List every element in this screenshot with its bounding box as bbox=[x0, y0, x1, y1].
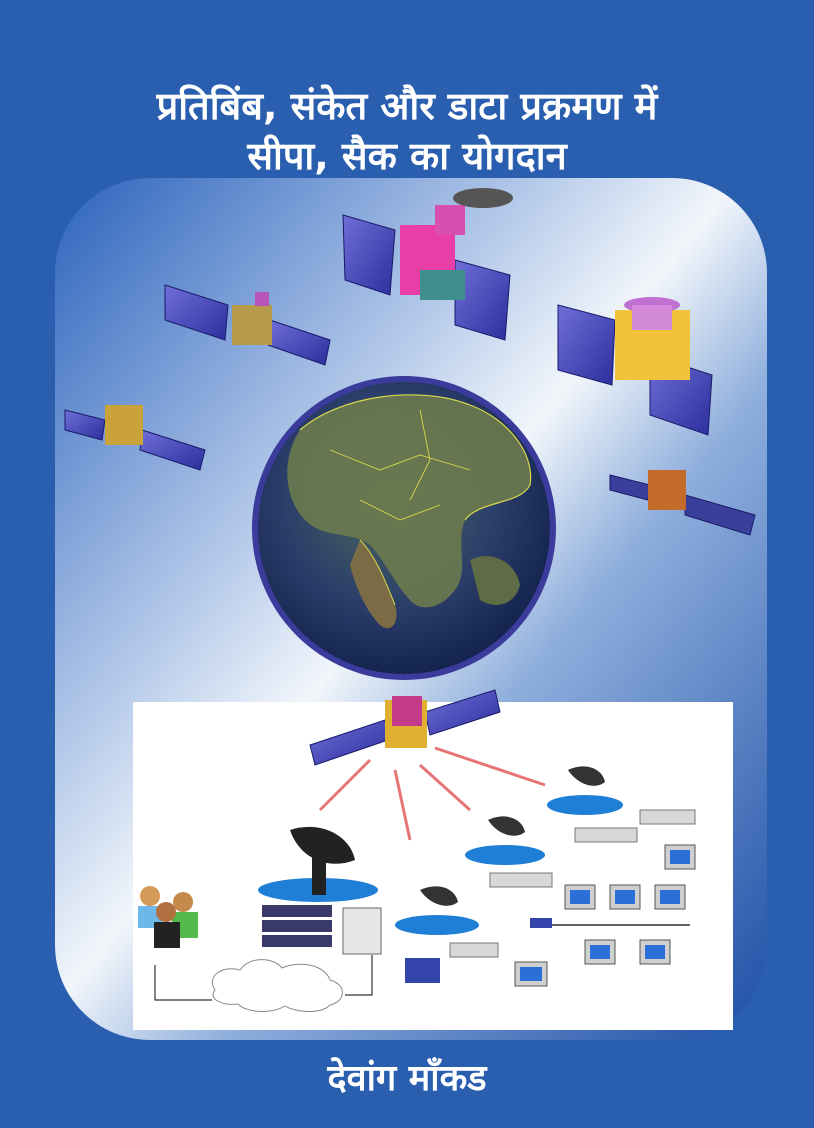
connection-line bbox=[154, 955, 373, 1001]
globe-icon bbox=[252, 376, 556, 680]
network-switch-icon bbox=[449, 809, 696, 958]
dish-antenna-icon bbox=[258, 826, 378, 902]
satellite-icon bbox=[64, 405, 206, 471]
dish-antenna-icon bbox=[547, 766, 623, 815]
users-icon bbox=[138, 886, 198, 948]
cover-title-line-2: सीपा, सैक का योगदान bbox=[247, 134, 567, 178]
network-switch-icon bbox=[530, 918, 552, 928]
satellite-icon bbox=[609, 470, 756, 536]
dish-antenna-icon bbox=[395, 886, 479, 935]
satellite-icon bbox=[342, 188, 513, 341]
signal-lines bbox=[318, 746, 546, 841]
author-name: देवांग माँकड bbox=[327, 1058, 487, 1099]
cloud-icon bbox=[212, 959, 343, 1012]
server-rack-icon bbox=[262, 905, 332, 947]
phone-icon bbox=[405, 958, 440, 983]
computer-icon bbox=[342, 907, 382, 955]
satellite-icon bbox=[309, 689, 501, 766]
cover-title-line-1: प्रतिबिंब, संकेत और डाटा प्रक्रमण में bbox=[156, 84, 658, 128]
computer-screen bbox=[520, 850, 690, 981]
satellite-icon bbox=[557, 297, 713, 436]
dish-antenna-icon bbox=[465, 816, 545, 865]
satellite-icon bbox=[164, 284, 331, 366]
